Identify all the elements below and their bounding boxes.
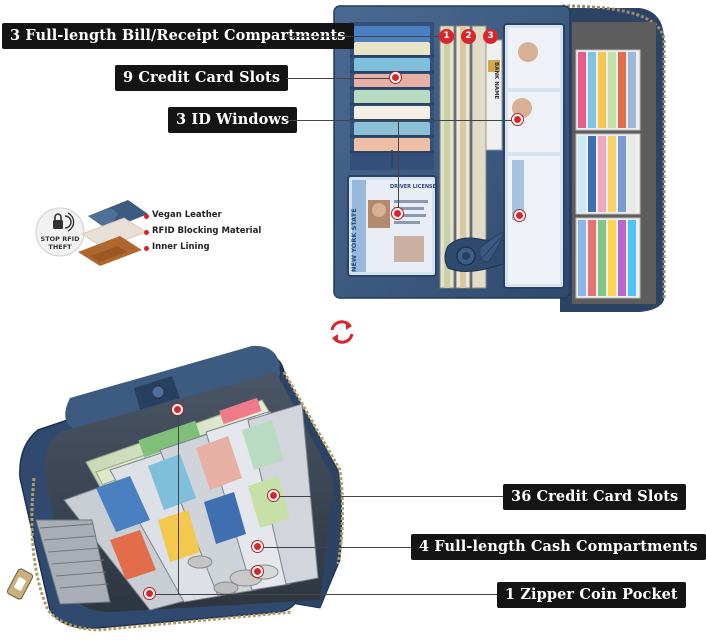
marker-3: 3: [483, 29, 498, 44]
dot-id-license: [392, 208, 403, 219]
leader-36slots: [274, 496, 503, 497]
label-coin-pocket: 1 Zipper Coin Pocket: [497, 582, 686, 608]
layer-dot-3: [144, 246, 149, 251]
accordion-card-stack-top: [575, 49, 641, 299]
layer-label-inner-lining: Inner Lining: [152, 242, 210, 252]
rfid-badge-line1: STOP RFID: [40, 235, 80, 243]
lock-wifi-icon: [53, 212, 75, 232]
leader-bill: [286, 36, 446, 37]
leader-9slots: [286, 78, 396, 79]
layer-dot-1: [144, 214, 149, 219]
wallet-illustration: [6, 4, 666, 632]
id-windows-right: [485, 23, 565, 289]
id-window-license: [347, 175, 437, 277]
marker-2: 2: [461, 29, 476, 44]
dot-cash: [252, 541, 263, 552]
dot-zipper: [144, 588, 155, 599]
rfid-badge-line2: THEFT: [48, 243, 72, 251]
id-card-state: NEW YORK STATE: [350, 208, 358, 272]
marker-1: 1: [439, 29, 454, 44]
label-id-windows: 3 ID Windows: [168, 107, 298, 133]
id-card-type: DRIVER LICENSE: [390, 184, 437, 190]
credit-card-slots-9: [350, 22, 434, 170]
zipper-pull-icon: [6, 568, 34, 600]
label-credit-card-slots-9: 9 Credit Card Slots: [115, 65, 289, 91]
label-credit-card-slots-36: 36 Credit Card Slots: [503, 484, 687, 510]
top-wallet: [333, 4, 666, 312]
label-cash-compartments: 4 Full-length Cash Compartments: [411, 534, 706, 560]
label-bill-compartments: 3 Full-length Bill/Receipt Compartments: [2, 23, 354, 49]
rotate-arrows-icon: [330, 320, 354, 344]
dot-top-bottom-wallet: [172, 404, 183, 415]
layer-label-rfid-material: RFID Blocking Material: [152, 226, 262, 236]
leader-id-windows: [286, 120, 518, 121]
layer-dot-2: [144, 230, 149, 235]
dot-id-bottom: [514, 210, 525, 221]
dot-36slots: [268, 490, 279, 501]
leader-cash: [258, 547, 411, 548]
leader-coin: [150, 594, 497, 595]
layer-label-vegan-leather: Vegan Leather: [152, 210, 222, 220]
bank-card-text: BANK NAME: [493, 62, 499, 100]
leader-vertical-bottom: [178, 410, 179, 594]
dot-9slots: [390, 72, 401, 83]
leader-id-vertical: [398, 120, 399, 214]
dot-id-top: [512, 114, 523, 125]
rfid-layers-graphic: [35, 200, 148, 266]
dot-coin: [252, 566, 263, 577]
bottom-wallet: [6, 345, 345, 632]
